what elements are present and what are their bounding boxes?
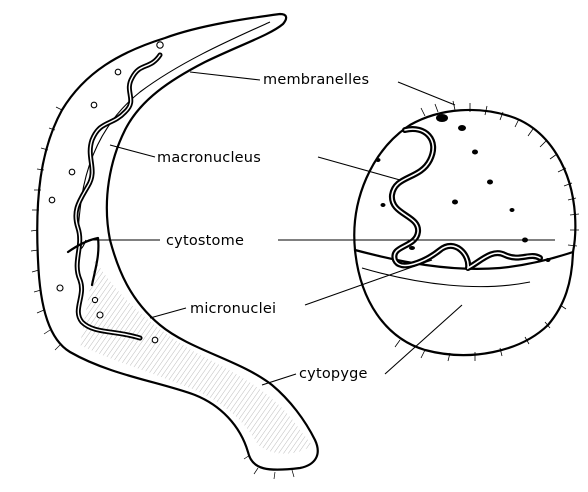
labels: membranelles macronucleus cytostome micr… — [157, 72, 369, 382]
leader-membranelles-right — [398, 82, 455, 105]
label-micronuclei: micronuclei — [190, 301, 276, 317]
label-cytopyge: cytopyge — [299, 366, 368, 382]
label-membranelles: membranelles — [263, 72, 369, 88]
leader-cytopyge-right — [385, 305, 462, 374]
round-cell-upper — [354, 110, 575, 252]
round-cell — [354, 101, 579, 361]
round-cell-lower — [355, 250, 573, 355]
leader-micronuclei-left — [150, 308, 186, 318]
leader-macronucleus-right — [318, 157, 400, 180]
label-macronucleus: macronucleus — [157, 150, 261, 166]
elongated-cell-lower-shading — [80, 260, 312, 454]
leader-membranelles — [190, 72, 260, 80]
label-cytostome: cytostome — [166, 233, 244, 249]
leader-cytopyge-left — [262, 374, 296, 385]
